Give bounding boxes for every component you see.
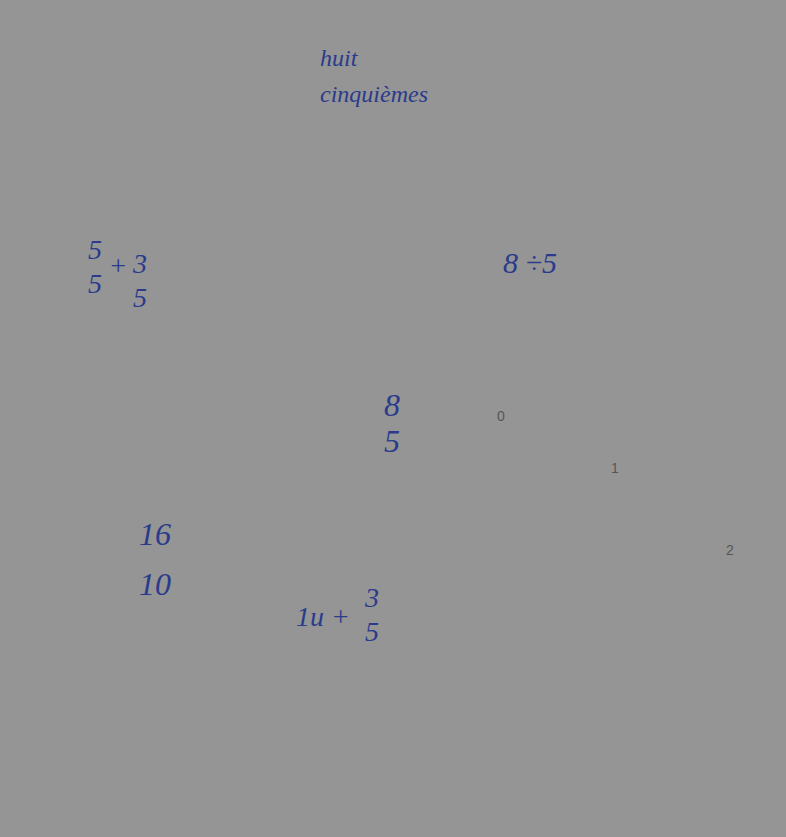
division-text: 8 ÷5	[503, 248, 557, 278]
petal: huit cinquièmes	[246, 4, 522, 357]
fraction-numerator: 3	[133, 250, 147, 278]
fraction-numerator: 8	[384, 389, 400, 421]
petal-shape	[5, 418, 334, 648]
petal-text: huit cinquièmes	[320, 40, 452, 112]
plus-sign: +	[109, 252, 128, 280]
number-line-label: 1	[611, 461, 619, 475]
fraction-bar	[361, 613, 383, 615]
bar-outline	[486, 432, 720, 554]
fraction-numerator: 5	[88, 236, 102, 264]
number-line-label: 2	[726, 543, 734, 557]
petal-shape	[248, 6, 520, 354]
center-circle: 85	[304, 332, 480, 508]
fraction-denominator: 5	[365, 618, 379, 646]
number-line	[486, 425, 723, 553]
petal-shape	[451, 400, 780, 645]
cell-dividers	[509, 442, 698, 543]
petal-shape	[265, 482, 545, 832]
shaded-part	[486, 432, 675, 533]
petal: 8 ÷5	[443, 158, 774, 415]
petal-outline	[3, 158, 339, 420]
petal: 0 1 2	[449, 398, 782, 647]
fraction-denominator: 5	[384, 425, 400, 457]
petal-outline	[246, 4, 522, 357]
fraction-bars	[84, 266, 410, 614]
fraction-numerator: 3	[365, 584, 379, 612]
fraction-denominator: 5	[88, 270, 102, 298]
petal: 1610	[3, 416, 336, 650]
fraction-denominator: 10	[139, 568, 171, 600]
petal: 5 5+3 5	[3, 158, 339, 420]
petal-outline	[449, 398, 782, 647]
fraction-bar	[129, 279, 151, 281]
number-line-label: 0	[497, 409, 505, 423]
petal-outline	[263, 480, 547, 834]
fraction-bar	[128, 561, 182, 563]
petal-shape	[5, 160, 337, 418]
petal: 1u + 3 5	[263, 480, 547, 834]
petal-shape	[445, 160, 772, 412]
circle-shape	[306, 334, 478, 506]
fraction-bar	[84, 265, 106, 267]
mixed-number-text: 1u +	[296, 603, 350, 631]
fraction-denominator: 5	[133, 284, 147, 312]
petal-outline	[443, 158, 774, 415]
tick-marks	[494, 425, 724, 537]
fraction-numerator: 16	[139, 518, 171, 550]
